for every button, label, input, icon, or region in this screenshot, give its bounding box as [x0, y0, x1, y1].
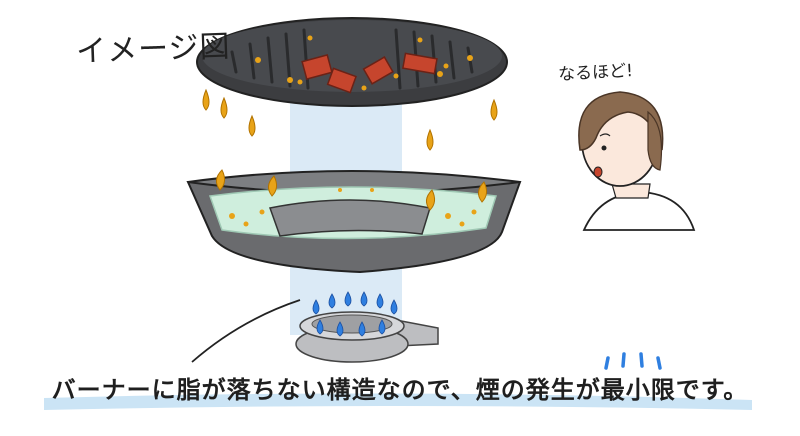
- diagram-title: イメージ図: [75, 29, 232, 70]
- flame-icon: [312, 291, 398, 337]
- meat-piece: [301, 54, 333, 80]
- person-icon: [578, 91, 696, 231]
- caption-underline: [44, 393, 752, 410]
- grill-plate-icon: [196, 17, 508, 107]
- meat-piece: [326, 67, 357, 94]
- pointer-line: [191, 299, 301, 363]
- fat-drip-icon: [202, 88, 498, 151]
- gas-burner-icon: [295, 311, 439, 363]
- speech-text: なるほど!: [557, 61, 634, 85]
- caption-text: バーナーに脂が落ちない構造なので、煙の発生が最小限です。: [51, 376, 749, 404]
- meat-piece: [362, 56, 394, 85]
- sparkle-icon: [604, 352, 662, 370]
- meat-piece: [401, 52, 438, 75]
- drip-pan-icon: [186, 169, 522, 274]
